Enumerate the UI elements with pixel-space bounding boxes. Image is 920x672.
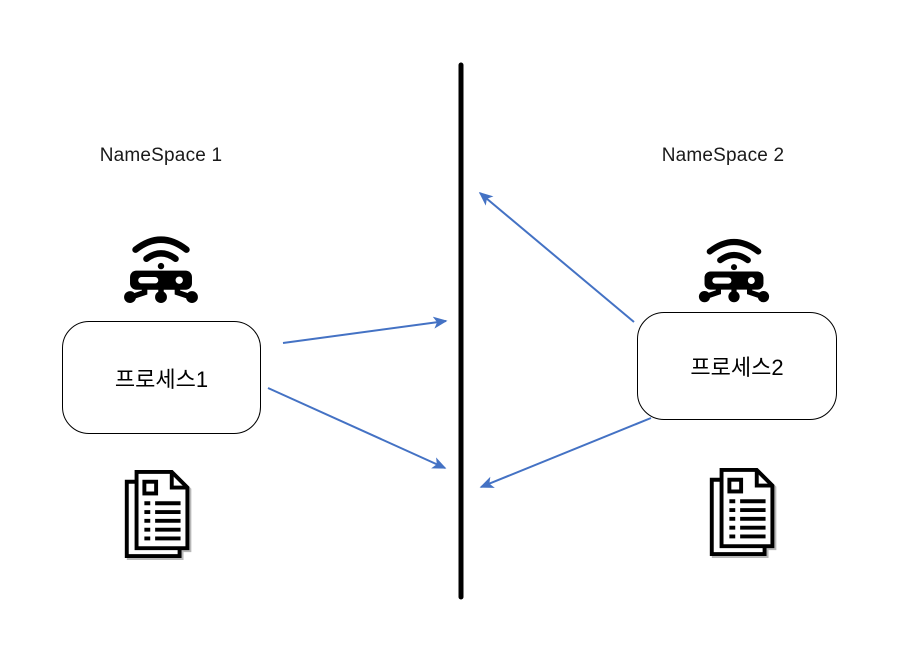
wireless-hub-icon xyxy=(120,230,202,304)
namespace2-label: NameSpace 2 xyxy=(661,145,785,166)
namespace1-label: NameSpace 1 xyxy=(99,145,223,166)
documents-icon xyxy=(707,468,785,556)
process2-label: 프로세스2 xyxy=(690,355,784,380)
arrow-process1-upper-to-boundary xyxy=(282,316,448,344)
arrow-process2-lower-to-boundary xyxy=(479,417,652,488)
wireless-hub-icon xyxy=(695,233,773,303)
documents-icon xyxy=(122,470,200,558)
process2-box: 프로세스2 xyxy=(637,312,837,420)
arrow-process1-lower-to-boundary xyxy=(267,387,447,469)
process1-label: 프로세스1 xyxy=(114,366,209,392)
arrow-process2-upper-to-boundary xyxy=(478,192,635,323)
process1-box: 프로세스1 xyxy=(62,321,261,434)
